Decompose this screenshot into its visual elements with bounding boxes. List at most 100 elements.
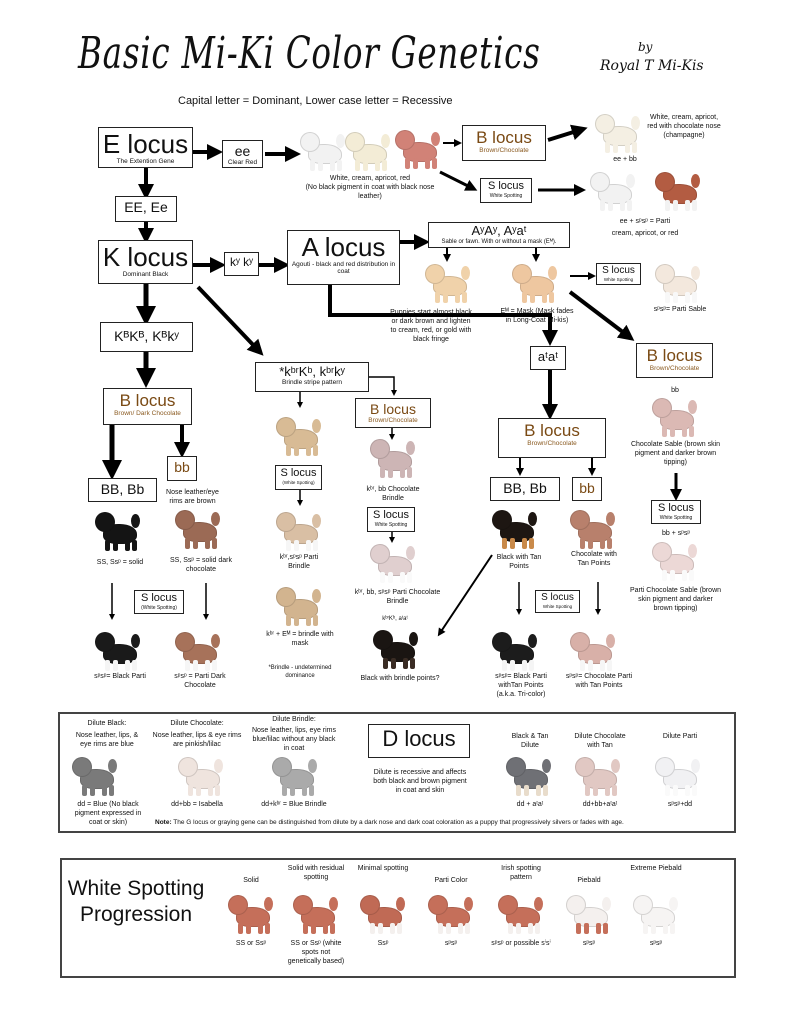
dog-illustration [300,130,345,172]
dog-illustration [175,630,220,672]
dog-illustration [272,755,317,797]
spotting-stage-name: Solid with residual spotting [287,865,345,882]
dog-illustration [570,630,615,672]
arrow [328,285,558,346]
legend-text: Capital letter = Dominant, Lower case le… [178,95,453,107]
spotting-genotype: sᵖsᵖ or possible sⁱsⁱ [491,940,551,947]
spotting-stage-name: Parti Color [434,877,468,884]
kb-box: KᴮKᴮ, Kᴮkʸ [100,322,193,352]
spotting-genotype: Ssᵖ [377,940,389,947]
dog-illustration [566,893,611,935]
arrow [439,170,478,191]
spotting-genotype: SS or Ssᵖ (white spots not genetically b… [287,940,345,966]
dilute-genotype: dd + aᵗaᵗ [516,801,544,808]
dog-illustration [276,415,321,457]
dog-illustration [293,893,338,935]
dilute-genotype: dd+kᵇʳ = Blue Brindle [261,801,327,808]
spotting-stage-name: Extreme Piebald [630,865,682,872]
BB-box: BB, Bb [88,478,157,502]
dilute-name: Dilute Black: [87,720,127,727]
dog-illustration [228,893,273,935]
s-locus-box: S locus(White Spotting) [275,465,322,490]
dog-illustration [276,585,321,627]
chocolate-sable-caption: Chocolate Sable (brown skin pigment and … [630,441,721,467]
white-spotting-panel [60,858,736,978]
arrow [196,285,264,356]
dilute-genotype: dd+bb+aᵗaᵗ [582,801,618,808]
dog-illustration [95,630,140,672]
d-locus-box: D locus [368,724,470,758]
dog-illustration [575,755,620,797]
dog-illustration [655,755,700,797]
kyky-box: kʸ kʸ [224,252,259,276]
brindle-note: *Brindle - undetermined dominance [268,665,332,679]
ee-caption: White, cream, apricot, red (No black pig… [305,175,435,201]
spotting-genotype: sᵖsᵖ [649,940,663,947]
dog-illustration [492,508,537,550]
solid-chocolate-caption: SS, Ssᵖ = solid dark chocolate [170,557,232,574]
dog-illustration [652,540,697,582]
brindle-points-caption: Black with brindle points? [360,675,440,682]
dog-illustration [655,262,700,304]
ee-bb-caption: ee + bb [613,156,637,163]
champagne-caption: White, cream, apricot, red with chocolat… [647,114,721,140]
dilute-name: Dilute Brindle: [272,716,316,723]
parti-chocolate-sable-caption: Parti Chocolate Sable (brown skin pigmen… [629,587,722,613]
graying-note: Note: The G locus or graying gene can be… [155,819,624,826]
dilute-desc: Nose leather, lips & eye rims are pinkis… [152,732,242,749]
arrow [369,376,397,396]
spotting-stage-name: Irish spotting pattern [501,865,541,882]
dilute-genotype: dd+bb = Isabella [171,801,223,808]
dilute-desc: Nose leather, lips, eye rims blue/lilac … [251,727,337,753]
arrow [547,124,588,142]
dog-illustration [425,262,470,304]
brindle-mask-caption: kᵇʳ + Eᴹ = brindle with mask [266,631,334,648]
spotting-stage-name: Minimal spotting [357,865,409,872]
dog-illustration [370,542,415,584]
d-locus-desc: Dilute is recessive and affects both bla… [373,769,467,795]
dog-illustration [590,170,635,212]
author: Royal T Mi-Kis [600,58,704,74]
black-tan-caption: Black with Tan Points [496,554,542,571]
dog-illustration [492,630,537,672]
dog-illustration [360,893,405,935]
black-parti-caption: sᵖsᵖ= Black Parti [94,673,146,680]
dog-illustration [633,893,678,935]
dilute-name: Black & Tan Dilute [511,733,549,750]
dog-illustration [373,628,418,670]
mask-caption: Eᴹ = Mask (Mask fades in Long-Coat Mi-ki… [500,308,574,325]
arrow [437,554,493,637]
solid-caption: SS, Ssᵖ = solid [96,559,144,566]
dog-illustration [570,508,615,550]
dog-illustration [498,893,543,935]
parti-caption: ee + sᵖsᵖ = Parti [619,218,671,225]
d-locus-panel [58,712,736,833]
parti-chocolate-brindle-caption: kᵇʳ, bb, sᵖsᵖ Parti Chocolate Brindle [354,589,441,606]
BB-box: BB, Bb [490,477,560,501]
dog-illustration [395,128,440,170]
dog-illustration [428,893,473,935]
chocolate-tan-caption: Chocolate with Tan Points [571,551,617,568]
dog-illustration [178,755,223,797]
bb-box: bb [572,477,602,501]
bb-sp-caption: bb + sᵖsᵖ [661,530,691,537]
dog-illustration [506,755,551,797]
parti-colors-caption: cream, apricot, or red [611,230,679,237]
dilute-name: Dilute Parti [662,733,698,740]
puppies-caption: Puppies start almost black or dark brown… [390,309,472,344]
dilute-genotype: sᵖsᵖ+dd [667,801,693,808]
dog-illustration [95,510,140,552]
chocolate-brindle-caption: kᵇʳ, bb Chocolate Brindle [366,486,420,503]
